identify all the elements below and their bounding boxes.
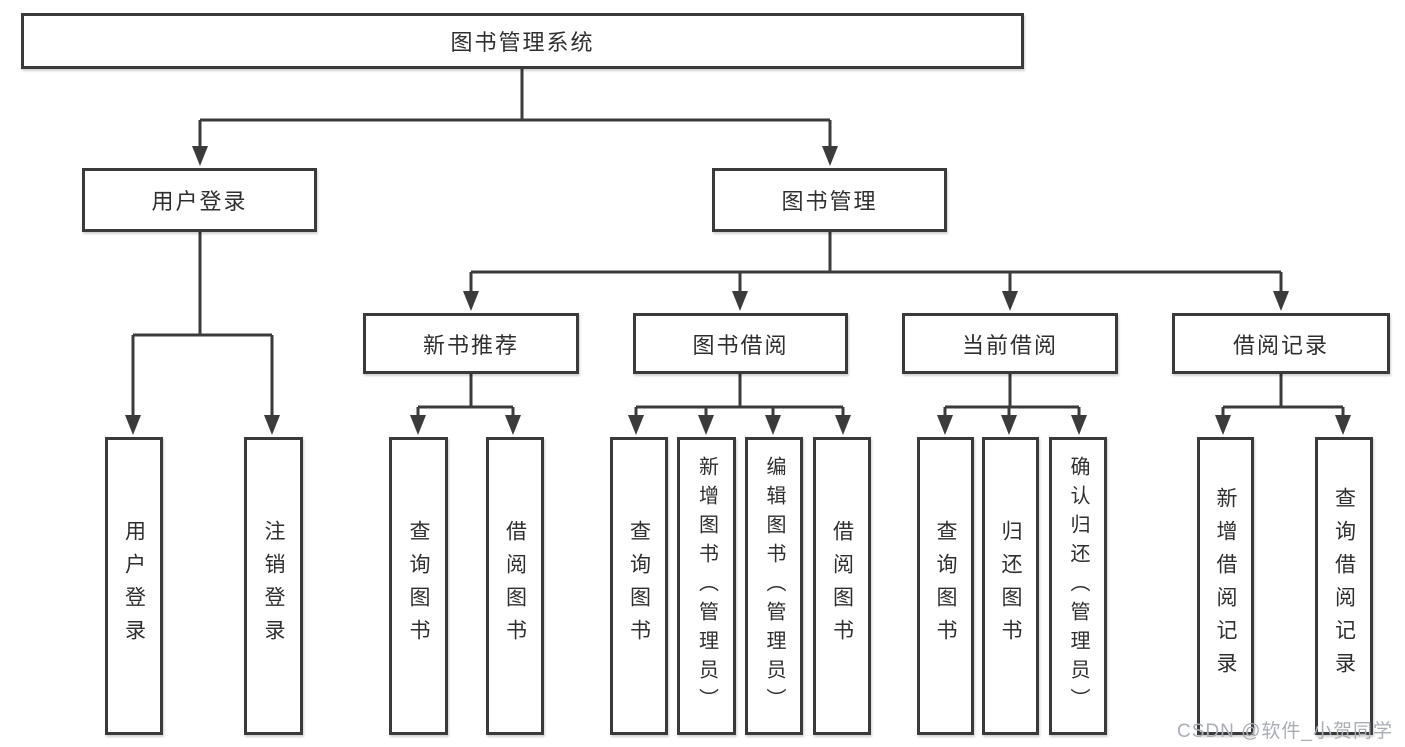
node-book-management: 图书管理 bbox=[712, 168, 947, 232]
node-label: 新增借阅记录 bbox=[1214, 487, 1237, 685]
node-label: 编辑图书（管理员） bbox=[763, 455, 785, 717]
leaf-borrow-query-books: 查询图书 bbox=[610, 437, 668, 735]
node-label: 查询借阅记录 bbox=[1332, 487, 1356, 685]
node-user-login: 用户登录 bbox=[82, 168, 317, 232]
node-book-borrow: 图书借阅 bbox=[633, 313, 848, 374]
connector-root-to-level2 bbox=[198, 69, 832, 150]
leaf-borrow-books: 借阅图书 bbox=[813, 437, 871, 735]
connector-login-to-children bbox=[131, 232, 274, 419]
connector-current-to-children bbox=[943, 374, 1081, 419]
connector-borrow-to-children bbox=[634, 374, 845, 419]
node-label: 查询图书 bbox=[627, 520, 651, 652]
node-label: 用户登录 bbox=[122, 520, 146, 652]
node-borrow-records: 借阅记录 bbox=[1172, 313, 1390, 374]
leaf-recommend-borrow-books: 借阅图书 bbox=[486, 437, 544, 735]
leaf-confirm-return-admin: 确认归还（管理员） bbox=[1049, 437, 1107, 735]
leaf-query-borrow-record: 查询借阅记录 bbox=[1315, 437, 1373, 735]
connector-recommend-to-children bbox=[416, 374, 515, 419]
node-label: 图书管理系统 bbox=[450, 30, 595, 55]
node-root-library-system: 图书管理系统 bbox=[21, 13, 1024, 69]
node-label: 用户登录 bbox=[151, 189, 248, 214]
node-new-book-recommend: 新书推荐 bbox=[363, 313, 579, 374]
node-label: 查询图书 bbox=[934, 520, 957, 652]
node-label: 注销登录 bbox=[262, 520, 285, 652]
node-label: 图书借阅 bbox=[692, 332, 789, 358]
leaf-logout: 注销登录 bbox=[244, 437, 303, 735]
connector-mgmt-to-level3 bbox=[469, 232, 1283, 295]
node-label: 确认归还（管理员） bbox=[1067, 455, 1089, 717]
leaf-add-borrow-record: 新增借阅记录 bbox=[1197, 437, 1254, 735]
leaf-return-books: 归还图书 bbox=[982, 437, 1039, 735]
node-label: 借阅记录 bbox=[1232, 332, 1329, 358]
node-label: 借阅图书 bbox=[503, 520, 527, 652]
leaf-current-query-books: 查询图书 bbox=[917, 437, 974, 735]
leaf-add-books-admin: 新增图书（管理员） bbox=[677, 437, 736, 735]
leaf-recommend-query-books: 查询图书 bbox=[389, 437, 448, 735]
node-label: 归还图书 bbox=[999, 520, 1022, 652]
csdn-watermark: CSDN @软件_小贺同学 bbox=[1177, 721, 1393, 742]
node-label: 图书管理 bbox=[781, 189, 878, 214]
node-label: 查询图书 bbox=[407, 520, 430, 652]
node-label: 借阅图书 bbox=[830, 520, 854, 652]
leaf-user-login: 用户登录 bbox=[105, 437, 163, 735]
leaf-edit-books-admin: 编辑图书（管理员） bbox=[745, 437, 803, 735]
node-current-borrow: 当前借阅 bbox=[902, 313, 1118, 374]
node-label: 当前借阅 bbox=[961, 332, 1058, 358]
node-label: 新增图书（管理员） bbox=[695, 455, 718, 717]
connector-history-to-children bbox=[1221, 374, 1345, 419]
node-label: 新书推荐 bbox=[422, 332, 519, 358]
